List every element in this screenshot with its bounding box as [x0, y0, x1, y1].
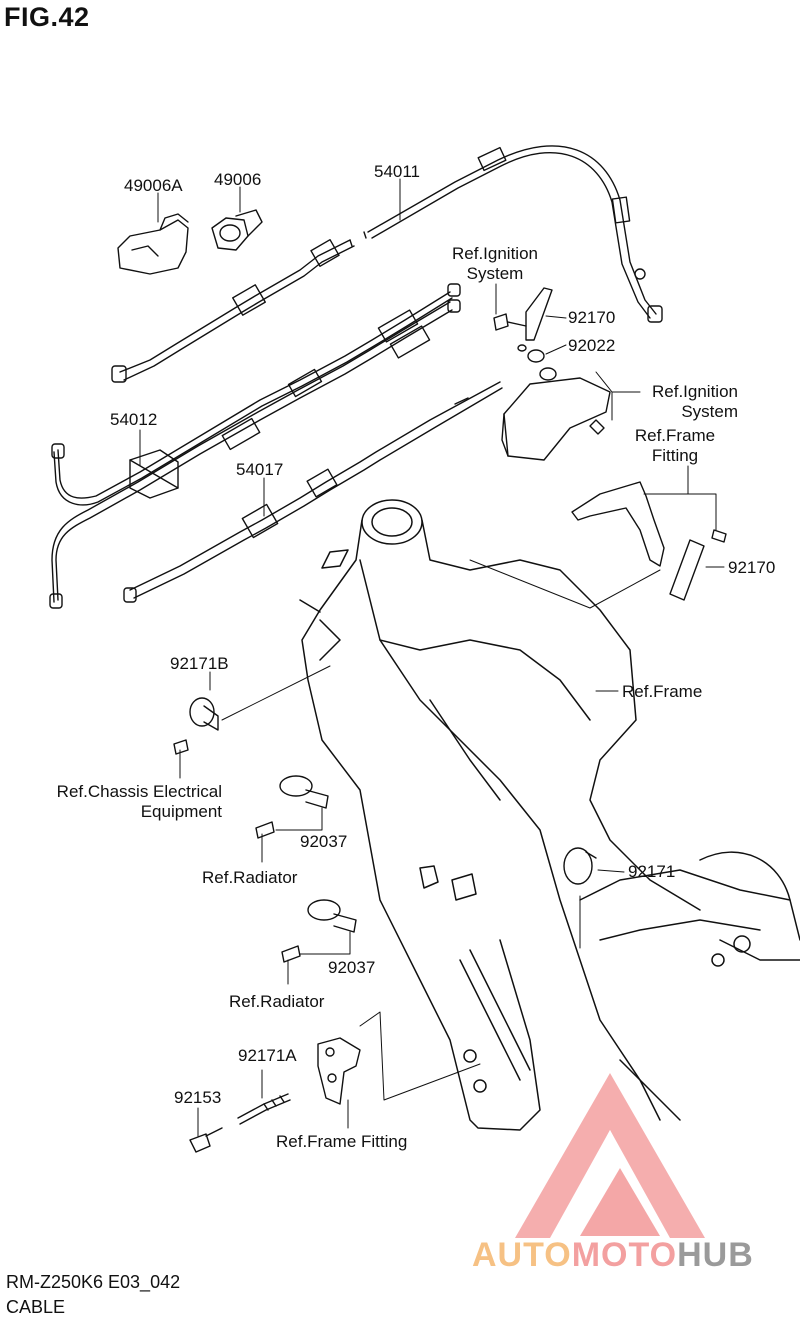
ref-ignition-label-2b: System — [681, 402, 738, 421]
frame-fitting-bracket — [571, 481, 727, 601]
frame — [299, 499, 800, 1131]
part-label-92022: 92022 — [568, 336, 616, 355]
part-label-92171A: 92171A — [238, 1046, 297, 1065]
spring-92171A — [237, 1093, 291, 1125]
clamp-92037-b — [281, 899, 357, 963]
part-label-92153: 92153 — [174, 1088, 222, 1107]
watermark-logo — [515, 1073, 705, 1238]
watermark-hub: HUB — [677, 1236, 754, 1274]
frame-fitting-plate — [317, 1037, 361, 1105]
cable-guide-49006A — [117, 213, 189, 275]
watermark-auto: AUTO — [472, 1236, 572, 1274]
part-label-92171: 92171 — [628, 862, 676, 881]
watermark-text: AUTOMOTOHUB — [472, 1236, 754, 1275]
leader-lines — [139, 178, 725, 1137]
part-label-92170-top: 92170 — [568, 308, 616, 327]
ref-ignition-label-2a: Ref.Ignition — [652, 382, 738, 401]
ref-frame-label: Ref.Frame — [622, 682, 703, 701]
ref-chassis-label-b: Equipment — [140, 802, 222, 821]
cable-54017 — [123, 381, 503, 603]
model-code: RM-Z250K6 E03_042 — [6, 1272, 181, 1292]
ref-radiator-label-b: Ref.Radiator — [229, 992, 325, 1011]
ref-frame-fitting-label-2: Ref.Frame Fitting — [276, 1132, 408, 1151]
part-label-49006A: 49006A — [124, 176, 183, 195]
cable-54012 — [49, 283, 461, 609]
ref-chassis-label-a: Ref.Chassis Electrical — [56, 782, 222, 801]
ref-chassis-electrical-label: Ref.Chassis Electrical Equipment — [20, 782, 222, 822]
band-92171 — [563, 847, 597, 885]
ref-ignition-label-1: Ref.Ignition System — [436, 244, 554, 284]
bolt-92153 — [189, 1127, 223, 1153]
part-label-92171B: 92171B — [170, 654, 229, 673]
part-label-92037-a: 92037 — [300, 832, 348, 851]
cable-54011 — [111, 145, 663, 383]
ignition-module — [493, 287, 611, 461]
watermark-moto: MOTO — [571, 1236, 678, 1274]
clamp-92171B — [173, 697, 219, 755]
part-label-54017: 54017 — [236, 460, 284, 479]
ref-radiator-label-a: Ref.Radiator — [202, 868, 298, 887]
part-label-49006: 49006 — [214, 170, 262, 189]
ref-frame-fitting-label-a: Ref.Frame — [634, 426, 716, 445]
figure-title: FIG.42 — [4, 2, 90, 32]
ref-frame-fitting-label-b: Fitting — [651, 446, 699, 465]
part-label-54011: 54011 — [374, 162, 421, 181]
ref-frame-fitting-label: Ref.Frame Fitting — [620, 426, 730, 466]
ref-ignition-label-2: Ref.Ignition System — [620, 382, 738, 422]
ref-ignition-label-1a: Ref.Ignition — [452, 244, 538, 263]
adjuster-49006 — [211, 209, 263, 251]
clamp-92037-a — [255, 775, 329, 839]
section-name: CABLE — [6, 1297, 66, 1317]
part-label-92170-bottom: 92170 — [728, 558, 776, 577]
part-label-54012: 54012 — [110, 410, 158, 429]
ref-ignition-label-1b: System — [466, 264, 524, 283]
part-label-92037-b: 92037 — [328, 958, 376, 977]
